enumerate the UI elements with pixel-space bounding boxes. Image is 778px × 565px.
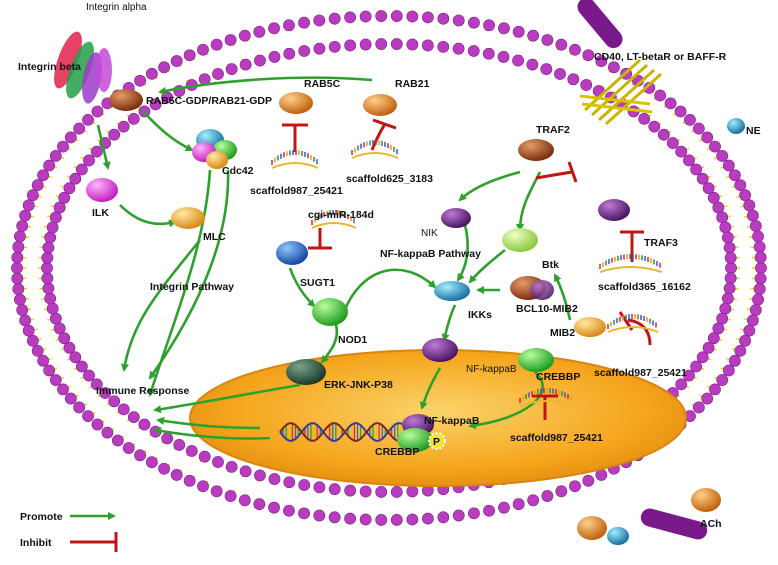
- bacterium-icon: [639, 507, 709, 542]
- label-crebbp-nuc: CREBBP: [375, 446, 419, 458]
- rab5c-gdp-protein: [109, 89, 143, 111]
- label-traf2: TRAF2: [536, 124, 570, 136]
- arrow-ilk-to-mlc: [120, 205, 175, 224]
- rab21-protein: [363, 94, 397, 116]
- ilk-protein: [86, 178, 118, 202]
- rab5c-protein: [279, 92, 313, 114]
- label-crebbp: CREBBP: [536, 371, 580, 383]
- legend-inhibit-label: Inhibit: [20, 537, 52, 549]
- label-traf3: TRAF3: [644, 237, 678, 249]
- label-ilk: ILK: [92, 207, 109, 219]
- arrow-traf2-to-btk: [520, 172, 540, 230]
- label-erk: ERK-JNK-P38: [324, 379, 393, 391]
- label-rab5c-gdp: RAB5C-GDP/RAB21-GDP: [146, 95, 272, 107]
- label-sugt1: SUGT1: [300, 277, 335, 289]
- traf3-protein: [598, 199, 630, 221]
- ne-molecule: [727, 118, 745, 134]
- label-scaffold625: scaffold625_3183: [346, 173, 433, 185]
- label-scaffold365: scaffold365_16162: [598, 281, 691, 293]
- label-bcl10: BCL10-MIB2: [516, 303, 578, 315]
- label-mib2: MIB2: [550, 327, 575, 339]
- label-mlc: MLC: [203, 231, 226, 243]
- ach-molecule: [691, 488, 721, 512]
- crebbp-cyto-protein: [518, 348, 554, 372]
- label-scaffold987-a: scaffold987_25421: [250, 185, 343, 197]
- label-nod1: NOD1: [338, 334, 367, 346]
- traf2-protein: [518, 139, 554, 161]
- label-btk: Btk: [542, 259, 559, 271]
- label-nfkb-nuc: NF-kappaB: [424, 415, 480, 427]
- sugt1-protein: [276, 241, 308, 265]
- label-rab5c: RAB5C: [304, 78, 341, 90]
- label-integrin-pathway: Integrin Pathway: [150, 281, 234, 293]
- bacterium-icon: [574, 0, 626, 52]
- erk-protein: [286, 359, 326, 385]
- label-cd40: CD40, LT-betaR or BAFF-R: [594, 51, 727, 63]
- label-scaffold987-c: scaffold987_25421: [510, 432, 603, 444]
- nod1-protein: [312, 298, 348, 326]
- btk-protein: [502, 228, 538, 252]
- label-nfkb-pathway: NF-kappaB Pathway: [380, 248, 481, 260]
- label-ikks: IKKs: [468, 309, 492, 321]
- mlc-protein: [171, 207, 205, 229]
- label-ne: NE: [746, 125, 761, 137]
- label-p: P: [433, 436, 440, 448]
- label-mirna: cgi-miR-184d: [308, 209, 374, 221]
- arrow-traf2-to-nik: [460, 172, 520, 200]
- nfkb-cyto-protein: [422, 338, 458, 362]
- cdc42-protein: [192, 129, 237, 169]
- extracellular-molecule: [577, 516, 607, 540]
- legend-promote-label: Promote: [20, 511, 63, 523]
- label-scaffold987-b: scaffold987_25421: [594, 367, 687, 379]
- label-integrin-beta: Integrin beta: [18, 61, 81, 73]
- arrow-nod1-to-ikks: [344, 270, 435, 312]
- extracellular-molecule: [607, 527, 629, 545]
- legend: Promote Inhibit: [20, 511, 116, 552]
- label-immune: Immune Response: [96, 385, 190, 397]
- arrow-ikks-to-nfkb: [444, 305, 455, 340]
- arrow-rabgdp-to-cdc42: [142, 110, 192, 150]
- label-integrin-alpha-1: Integrin alpha: [86, 2, 147, 13]
- nik-protein: [441, 208, 471, 228]
- label-nfkb-cyto: NF-kappaB: [466, 364, 517, 375]
- mib2-protein: [574, 317, 606, 337]
- label-nik: NIK: [421, 228, 438, 239]
- bcl10-mib2-protein: [510, 276, 554, 300]
- label-cdc42: Cdc42: [222, 165, 254, 177]
- arrow-mlc-to-immune: [124, 240, 200, 370]
- label-rab21: RAB21: [395, 78, 430, 90]
- label-ach: ACh: [700, 518, 722, 530]
- ikks-protein: [434, 281, 470, 301]
